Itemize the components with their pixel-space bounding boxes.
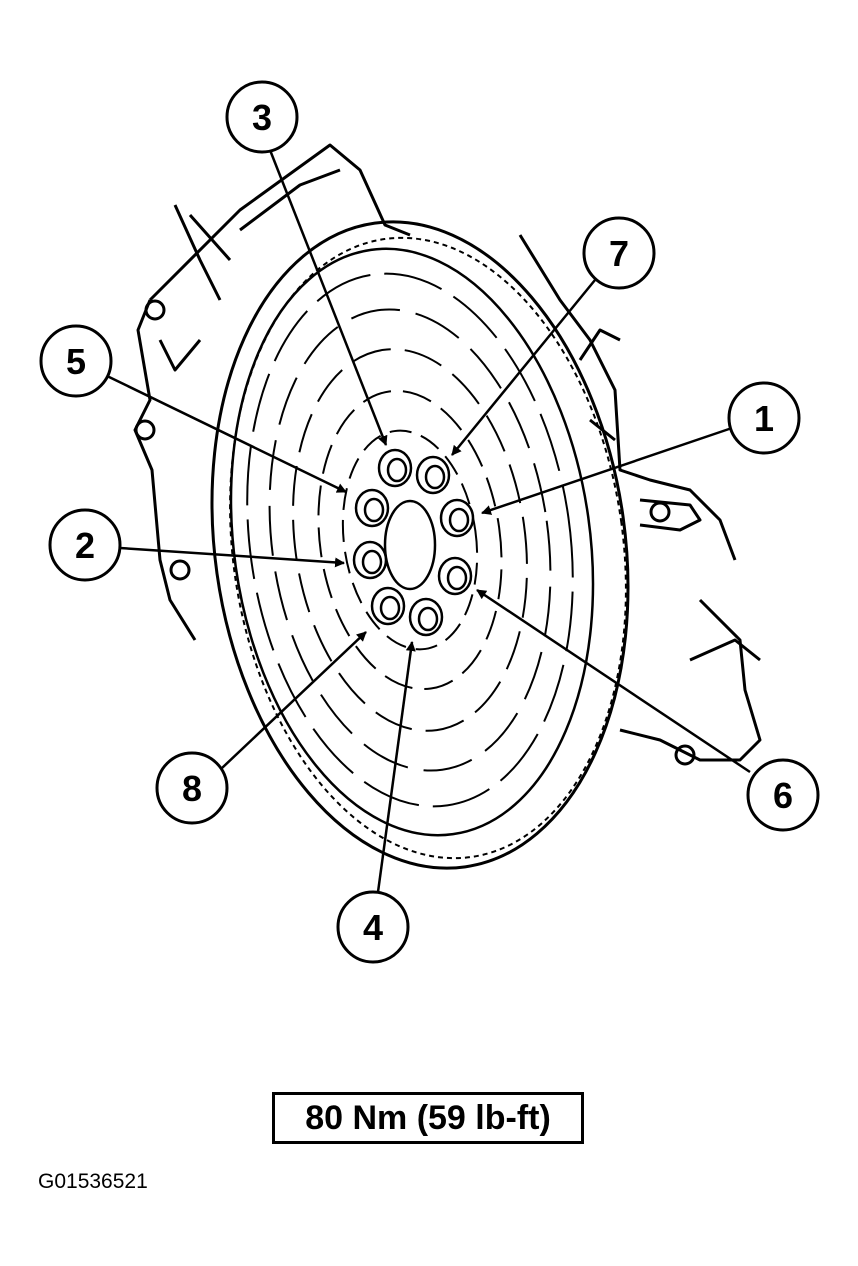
callout-4: 4 (336, 890, 410, 964)
bolt-head-3 (377, 448, 413, 488)
callout-3-label: 3 (252, 97, 272, 138)
leader-lines (104, 149, 751, 893)
bolt-head-4 (408, 597, 444, 637)
bolt-head-8 (370, 586, 406, 626)
callout-5: 5 (39, 324, 113, 398)
leader-line-3 (268, 149, 388, 446)
leader-line-7 (451, 279, 596, 456)
callout-7-label: 7 (609, 233, 629, 274)
leader-line-6 (476, 588, 751, 774)
leader-line-4 (376, 641, 416, 893)
bolt-heads (352, 448, 475, 637)
leader-line-5 (104, 373, 347, 494)
bolt-head-6 (437, 556, 473, 596)
torque-spec-box: 80 Nm (59 lb-ft) (272, 1092, 584, 1144)
bolt-head-1 (439, 498, 475, 538)
torque-spec-label: 80 Nm (59 lb-ft) (305, 1098, 551, 1137)
callout-1: 1 (727, 381, 801, 455)
figure-id: G01536521 (38, 1170, 148, 1193)
callout-7: 7 (582, 216, 656, 290)
leader-line-1 (481, 426, 733, 515)
bolt-head-5 (354, 488, 390, 528)
callout-1-label: 1 (754, 398, 774, 439)
leader-line-8 (221, 631, 367, 769)
callout-3: 3 (225, 80, 299, 154)
flywheel (210, 220, 630, 870)
callout-4-label: 4 (363, 907, 383, 948)
callout-8-label: 8 (182, 768, 202, 809)
callout-2-label: 2 (75, 525, 95, 566)
callout-6: 6 (746, 758, 820, 832)
leader-line-2 (119, 546, 345, 568)
bolt-head-7 (415, 455, 451, 495)
bolt-head-2 (352, 540, 388, 580)
callout-6-label: 6 (773, 775, 793, 816)
engine-housing (133, 143, 762, 766)
callout-5-label: 5 (66, 341, 86, 382)
callout-2: 2 (48, 508, 122, 582)
callout-8: 8 (155, 751, 229, 825)
